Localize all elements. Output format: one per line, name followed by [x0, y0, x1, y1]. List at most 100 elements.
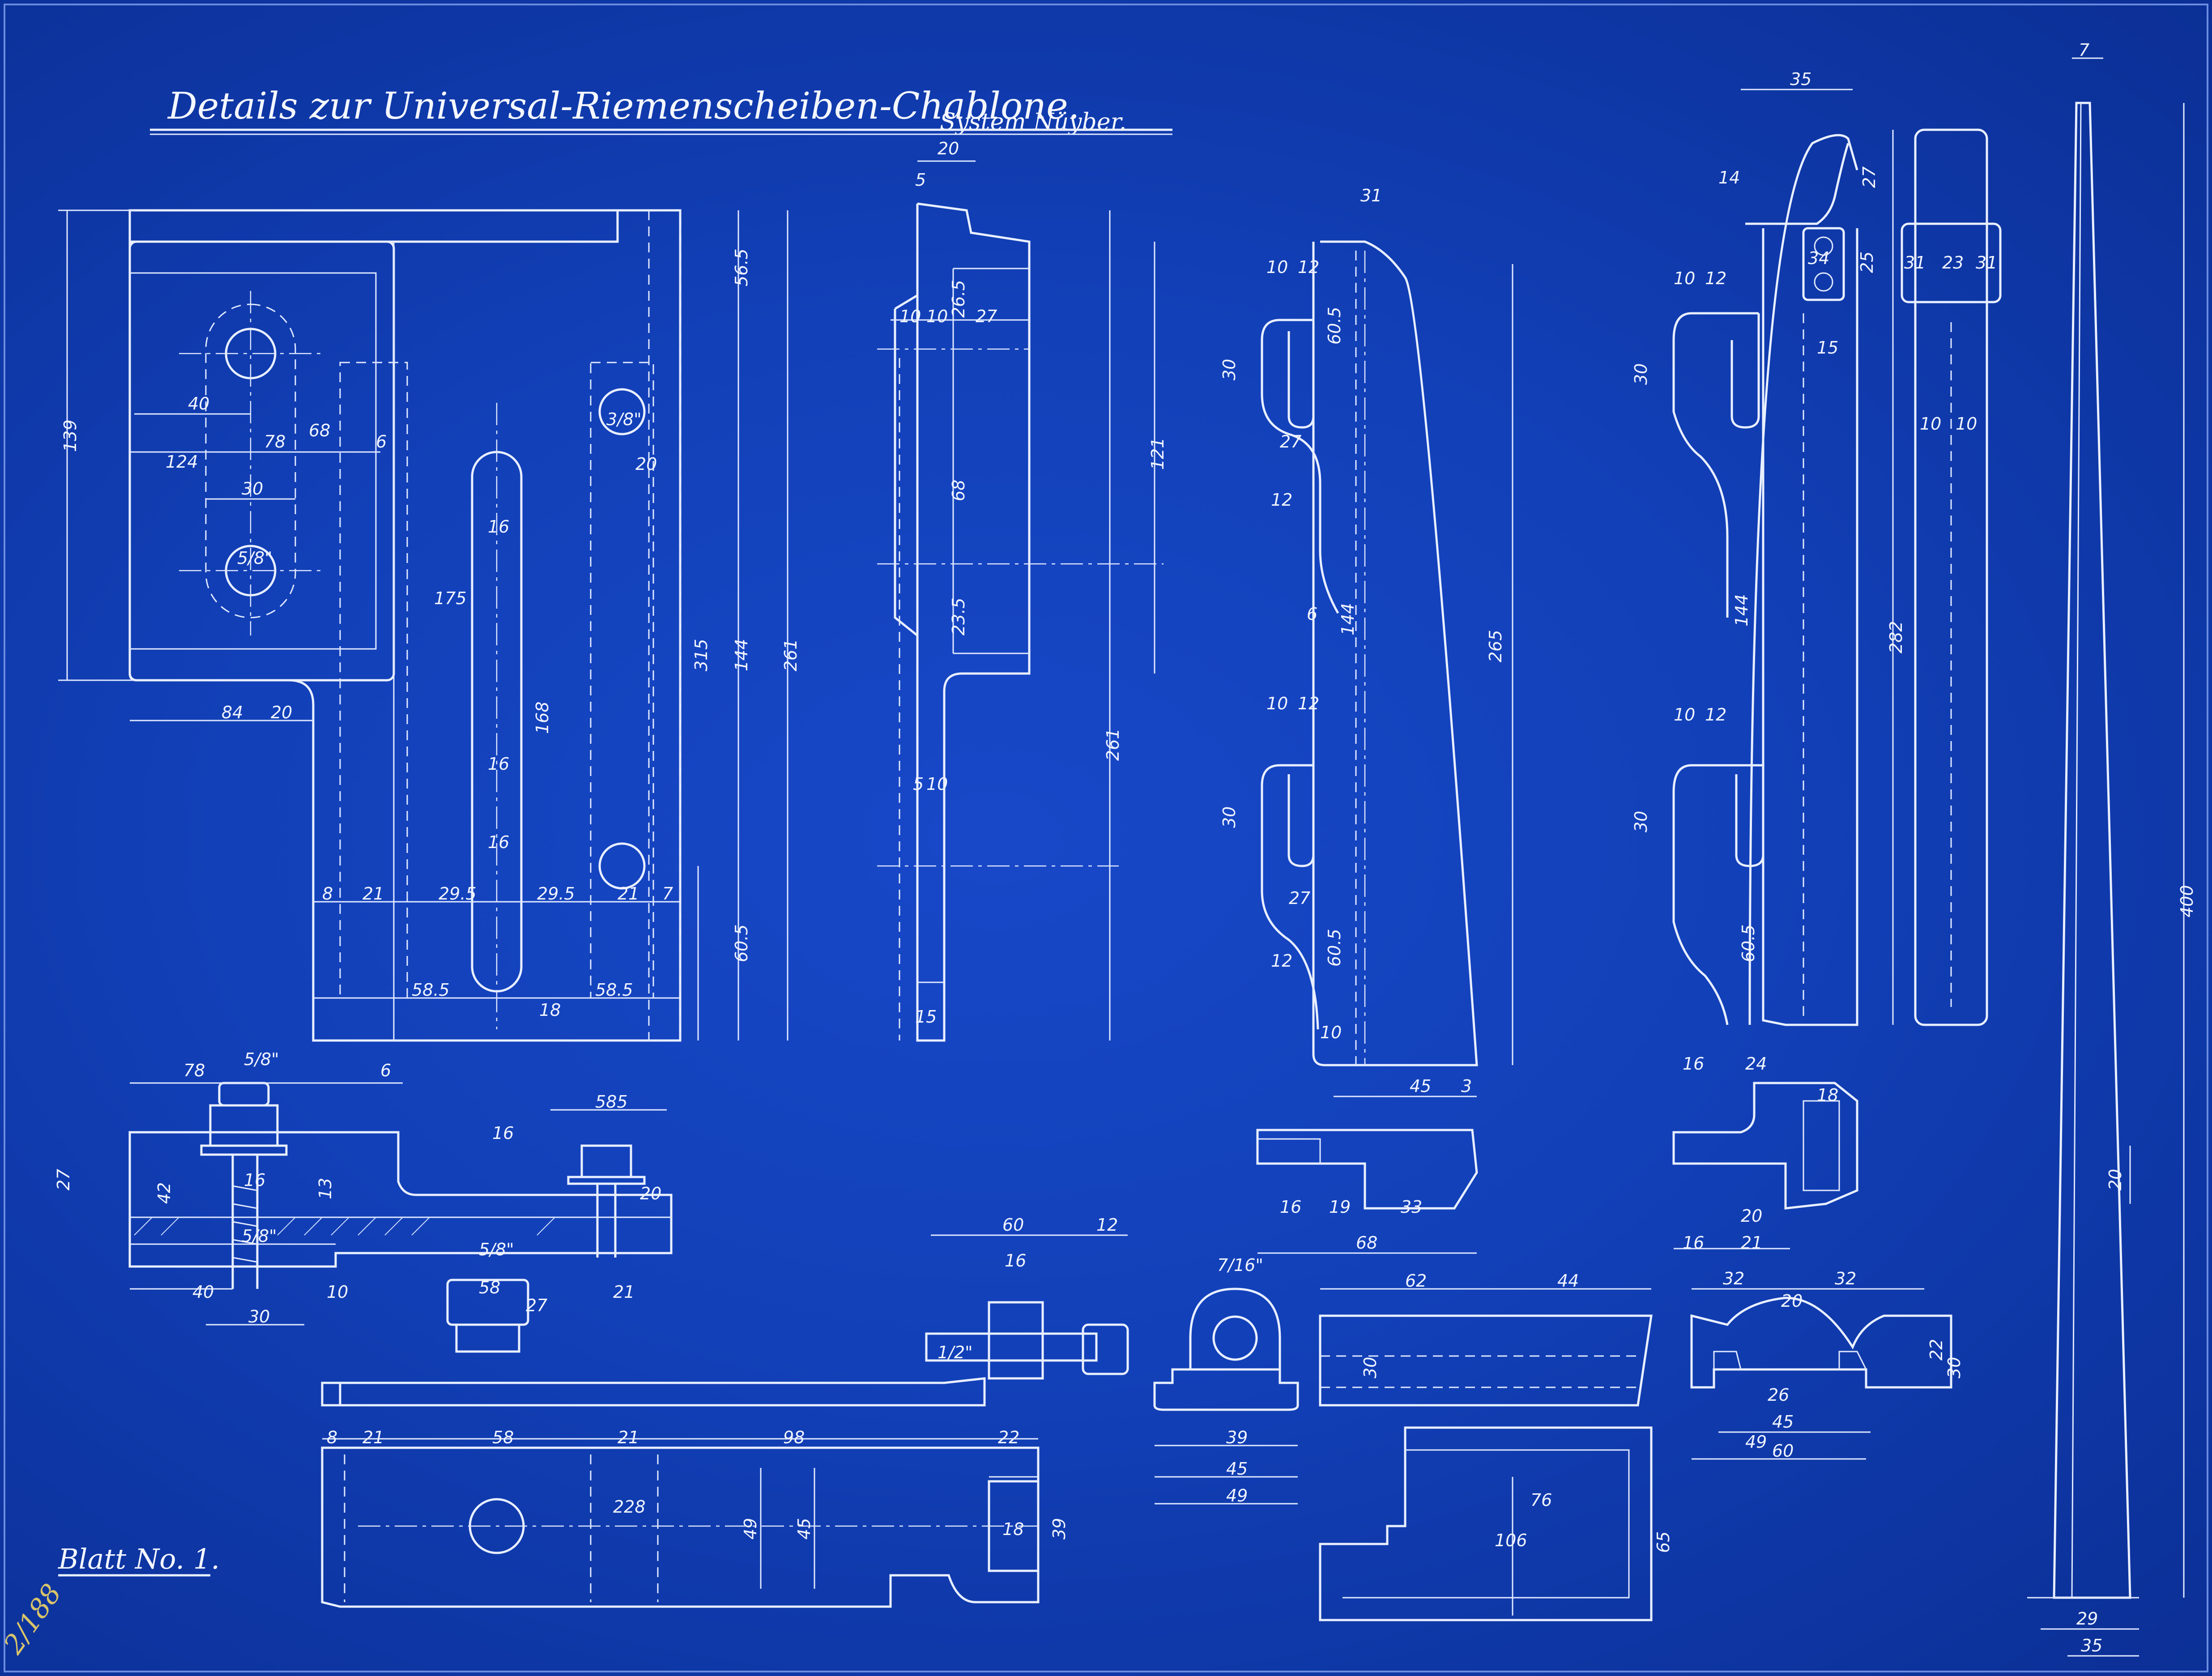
dim-label: 45 [794, 1518, 814, 1540]
dim-label: 30 [1631, 363, 1651, 385]
dim-label: 21 [613, 1282, 635, 1302]
dim-label: 10 [926, 307, 948, 326]
dim-label: 40 [192, 1282, 214, 1302]
dim-label: 29 [2076, 1609, 2098, 1629]
dim-label: 20 [1781, 1291, 1803, 1311]
dim-label: 27 [526, 1296, 547, 1315]
dim-label: 58.5 [595, 980, 633, 1000]
dim-label: 68 [309, 421, 330, 440]
dim-label: 25 [1857, 252, 1877, 273]
dim-label: 16 [1005, 1251, 1026, 1271]
dim-label: 400 [2177, 885, 2197, 917]
dim-label: 60.5 [732, 924, 751, 962]
dim-label: 27 [54, 1169, 73, 1190]
dim-label: 12 [1271, 490, 1292, 510]
dim-label: 84 [222, 703, 243, 722]
dim-label: 12 [1298, 257, 1319, 277]
main-plate-view [58, 209, 788, 1042]
dim-label: 27 [976, 307, 997, 326]
dim-label: 68 [949, 480, 968, 501]
dim-label: 5/8" [242, 1226, 277, 1246]
dim-label: 16 [488, 754, 509, 774]
dim-label: 35 [1790, 69, 1811, 89]
dim-label: 5 [913, 774, 924, 794]
dim-label: 27 [1289, 888, 1310, 908]
dim-label: 7 [2079, 40, 2089, 60]
dim-label: 30 [1360, 1357, 1380, 1378]
dim-label: 24 [1745, 1054, 1767, 1074]
dim-label: 19 [1329, 1197, 1351, 1217]
dim-label: 144 [732, 639, 751, 671]
dim-label: 27 [1280, 432, 1301, 452]
dim-label: 261 [781, 639, 801, 671]
dim-label: 10 [926, 774, 948, 794]
dim-label: 16 [1280, 1197, 1301, 1217]
dim-label: 15 [915, 1007, 937, 1027]
dim-label: 12 [1705, 705, 1726, 725]
dim-label: 21 [618, 884, 639, 904]
dim-label: 144 [1732, 594, 1752, 627]
bolt-section-view [128, 1082, 673, 1326]
dim-label: 56.5 [732, 248, 751, 286]
sheet-border [4, 4, 2208, 1672]
dim-label: 42 [154, 1182, 174, 1204]
dim-label: 27 [1859, 166, 1879, 188]
dim-label: 20 [271, 703, 292, 722]
dim-label: 144 [1338, 603, 1358, 635]
dim-label: 26.5 [949, 280, 968, 318]
dim-label: 34 [1808, 248, 1829, 268]
dim-label: 7/16" [1217, 1255, 1263, 1275]
sheet-label: Blatt No. 1. [58, 1543, 220, 1575]
dim-label: 16 [1683, 1233, 1704, 1253]
dim-label: 39 [1049, 1518, 1069, 1540]
side-view [877, 160, 1164, 1042]
dim-label: 33 [1401, 1197, 1422, 1217]
hook-right-view [1672, 89, 2002, 1250]
drawing-subtitle: System Nüyber. [940, 109, 1126, 136]
dim-label: 7 [662, 884, 673, 904]
dim-label: 16 [492, 1123, 514, 1143]
dim-label: 175 [434, 589, 467, 608]
dim-label: 30 [248, 1307, 270, 1326]
dim-label: 40 [188, 394, 209, 414]
dim-label: 6 [1307, 604, 1317, 624]
dim-label: 20 [938, 139, 959, 158]
dim-label: 8 [327, 1428, 337, 1447]
dim-label: 18 [539, 1000, 561, 1020]
dim-label: 21 [618, 1428, 639, 1447]
dim-label: 22 [1926, 1339, 1946, 1360]
shoe-view [1319, 1288, 1653, 1621]
dim-label: 228 [613, 1497, 646, 1517]
dim-label: 168 [533, 701, 552, 734]
dim-label: 15 [1817, 338, 1838, 358]
dim-label: 23.5 [949, 597, 968, 635]
dim-label: 45 [1772, 1412, 1794, 1432]
dim-label: 18 [1002, 1519, 1024, 1539]
dim-label: 10 [327, 1282, 348, 1302]
dim-label: 45 [1410, 1076, 1431, 1096]
dim-label: 3/8" [606, 409, 642, 429]
dim-label: 49 [1745, 1432, 1767, 1452]
dim-label: 60.5 [1739, 924, 1758, 962]
dim-label: 106 [1495, 1531, 1527, 1550]
dim-label: 23 [1942, 253, 1964, 273]
dim-label: 20 [635, 454, 657, 474]
dim-label: 78 [264, 432, 286, 452]
dim-label: 62 [1405, 1271, 1427, 1291]
hook-left-view [1256, 240, 1513, 1254]
tapered-rule-view [2027, 57, 2185, 1657]
dim-label: 1/2" [938, 1343, 973, 1362]
dim-label: 76 [1530, 1490, 1552, 1510]
dim-label: 265 [1486, 630, 1505, 662]
dim-label: 282 [1886, 621, 1906, 653]
saddle-view [1690, 1288, 1952, 1460]
dim-label: 124 [166, 452, 198, 472]
dim-label: 60.5 [1325, 307, 1344, 345]
dim-label: 16 [488, 517, 509, 537]
dim-main-height: 139 [60, 419, 80, 452]
dim-label: 20 [2105, 1169, 2125, 1190]
dim-label: 29.5 [439, 884, 477, 904]
dim-label: 121 [1148, 437, 1168, 470]
dim-label: 10 [1674, 269, 1695, 288]
